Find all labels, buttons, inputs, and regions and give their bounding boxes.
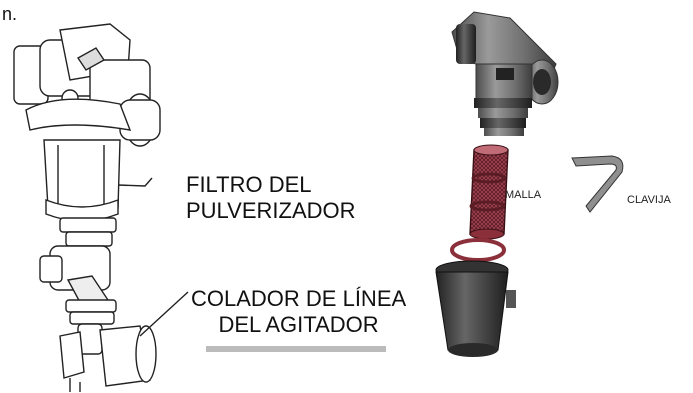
- agitator-strainer-label: COLADOR DE LÍNEA DEL AGITADOR: [191, 286, 406, 338]
- agitator-strainer-label-line2: DEL AGITADOR: [218, 312, 379, 337]
- page-fragment-text: n.: [2, 4, 18, 24]
- sprayer-filter-label-line1: FILTRO DEL: [186, 172, 312, 197]
- agitator-strainer-label-line1: COLADOR DE LÍNEA: [191, 286, 407, 311]
- pin-label: CLAVIJA: [627, 194, 671, 206]
- exploded-filter-parts-drawing: [435, 11, 624, 357]
- sprayer-filter-assembly-drawing: [13, 23, 386, 392]
- sprayer-filter-label-line2: PULVERIZADOR: [186, 198, 356, 223]
- clevis-pin-part: [571, 155, 624, 213]
- sprayer-filter-label: FILTRO DEL PULVERIZADOR: [186, 172, 356, 224]
- filter-bowl-part: [435, 260, 516, 357]
- o-ring-part: [450, 238, 506, 262]
- filter-head-part: [451, 11, 559, 136]
- mesh-strainer-part: [469, 144, 509, 240]
- mesh-label: MALLA: [505, 189, 542, 201]
